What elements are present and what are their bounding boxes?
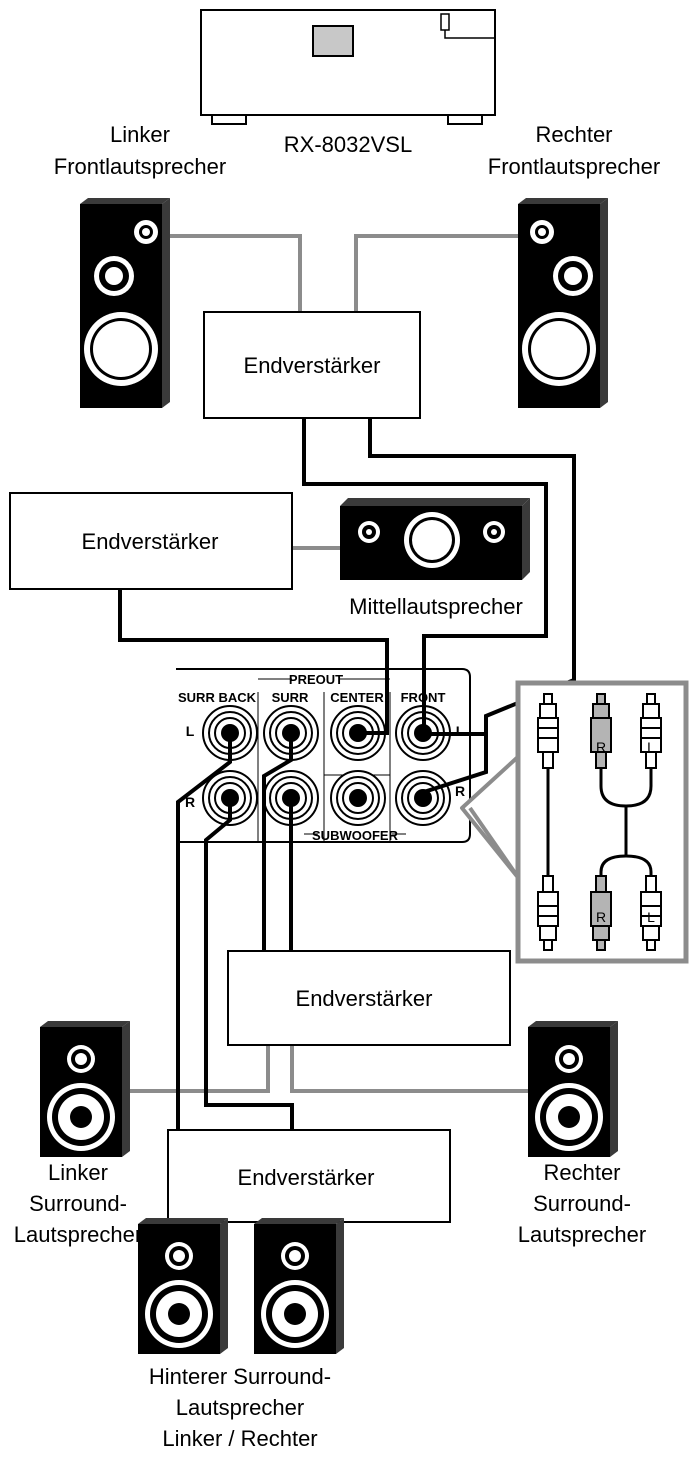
cable-inset [460,680,689,964]
inset-label-top-l: L [647,739,655,755]
preout-left-label-b: L [456,723,465,739]
amplifier-front-label: Endverstärker [244,353,381,378]
surround-left-speaker [40,1021,130,1157]
preout-subwoofer-label: SUBWOOFER [312,828,399,843]
preout-right-label-b: R [455,783,465,799]
inset-label-top-r: R [596,739,606,755]
preout-left-label-a: L [186,723,195,739]
amplifier-front: Endverstärker [203,311,421,419]
preout-title: PREOUT [289,672,343,687]
amplifier-center: Endverstärker [9,492,293,590]
preout-col-surr: SURR [272,690,309,705]
surround-back-label-1: Hinterer Surround- [149,1364,331,1389]
surround-right-label-3: Lautsprecher [518,1222,646,1247]
signal-cables [118,418,576,1130]
preout-col-center: CENTER [330,690,384,705]
inset-label-bottom-r: R [596,909,606,925]
inset-label-bottom-l: L [647,909,655,925]
surround-right-speaker [528,1021,618,1157]
preout-right-label-a: R [185,794,195,810]
surround-back-label-2: Lautsprecher [176,1395,304,1420]
surround-right-label-2: Surround- [533,1191,631,1216]
surround-right-label-1: Rechter [543,1160,620,1185]
amplifier-surround-back-label: Endverstärker [238,1165,375,1190]
surround-back-right-speaker [254,1218,344,1354]
front-right-speaker [518,198,608,408]
preout-col-surr-back: SURR BACK [178,690,257,705]
surround-left-label-3: Lautsprecher [14,1222,142,1247]
amplifier-surround: Endverstärker [227,950,511,1046]
surround-back-label-3: Linker / Rechter [162,1426,317,1451]
front-left-label-1: Linker [110,122,170,147]
amplifier-surround-label: Endverstärker [296,986,433,1011]
center-speaker-label: Mittellautsprecher [349,594,523,619]
jack-subwoofer [330,770,386,826]
front-left-speaker [80,198,170,408]
receiver-unit [200,9,496,125]
surround-back-left-speaker [138,1218,228,1354]
surround-left-label-2: Surround- [29,1191,127,1216]
surround-left-label-1: Linker [48,1160,108,1185]
front-left-label-2: Frontlautsprecher [54,154,226,179]
front-right-label-2: Frontlautsprecher [488,154,660,179]
center-speaker [340,498,530,580]
amplifier-center-label: Endverstärker [82,529,219,554]
front-right-label-1: Rechter [535,122,612,147]
receiver-model-label: RX-8032VSL [284,132,412,157]
amplifier-surround-back: Endverstärker [167,1129,451,1223]
